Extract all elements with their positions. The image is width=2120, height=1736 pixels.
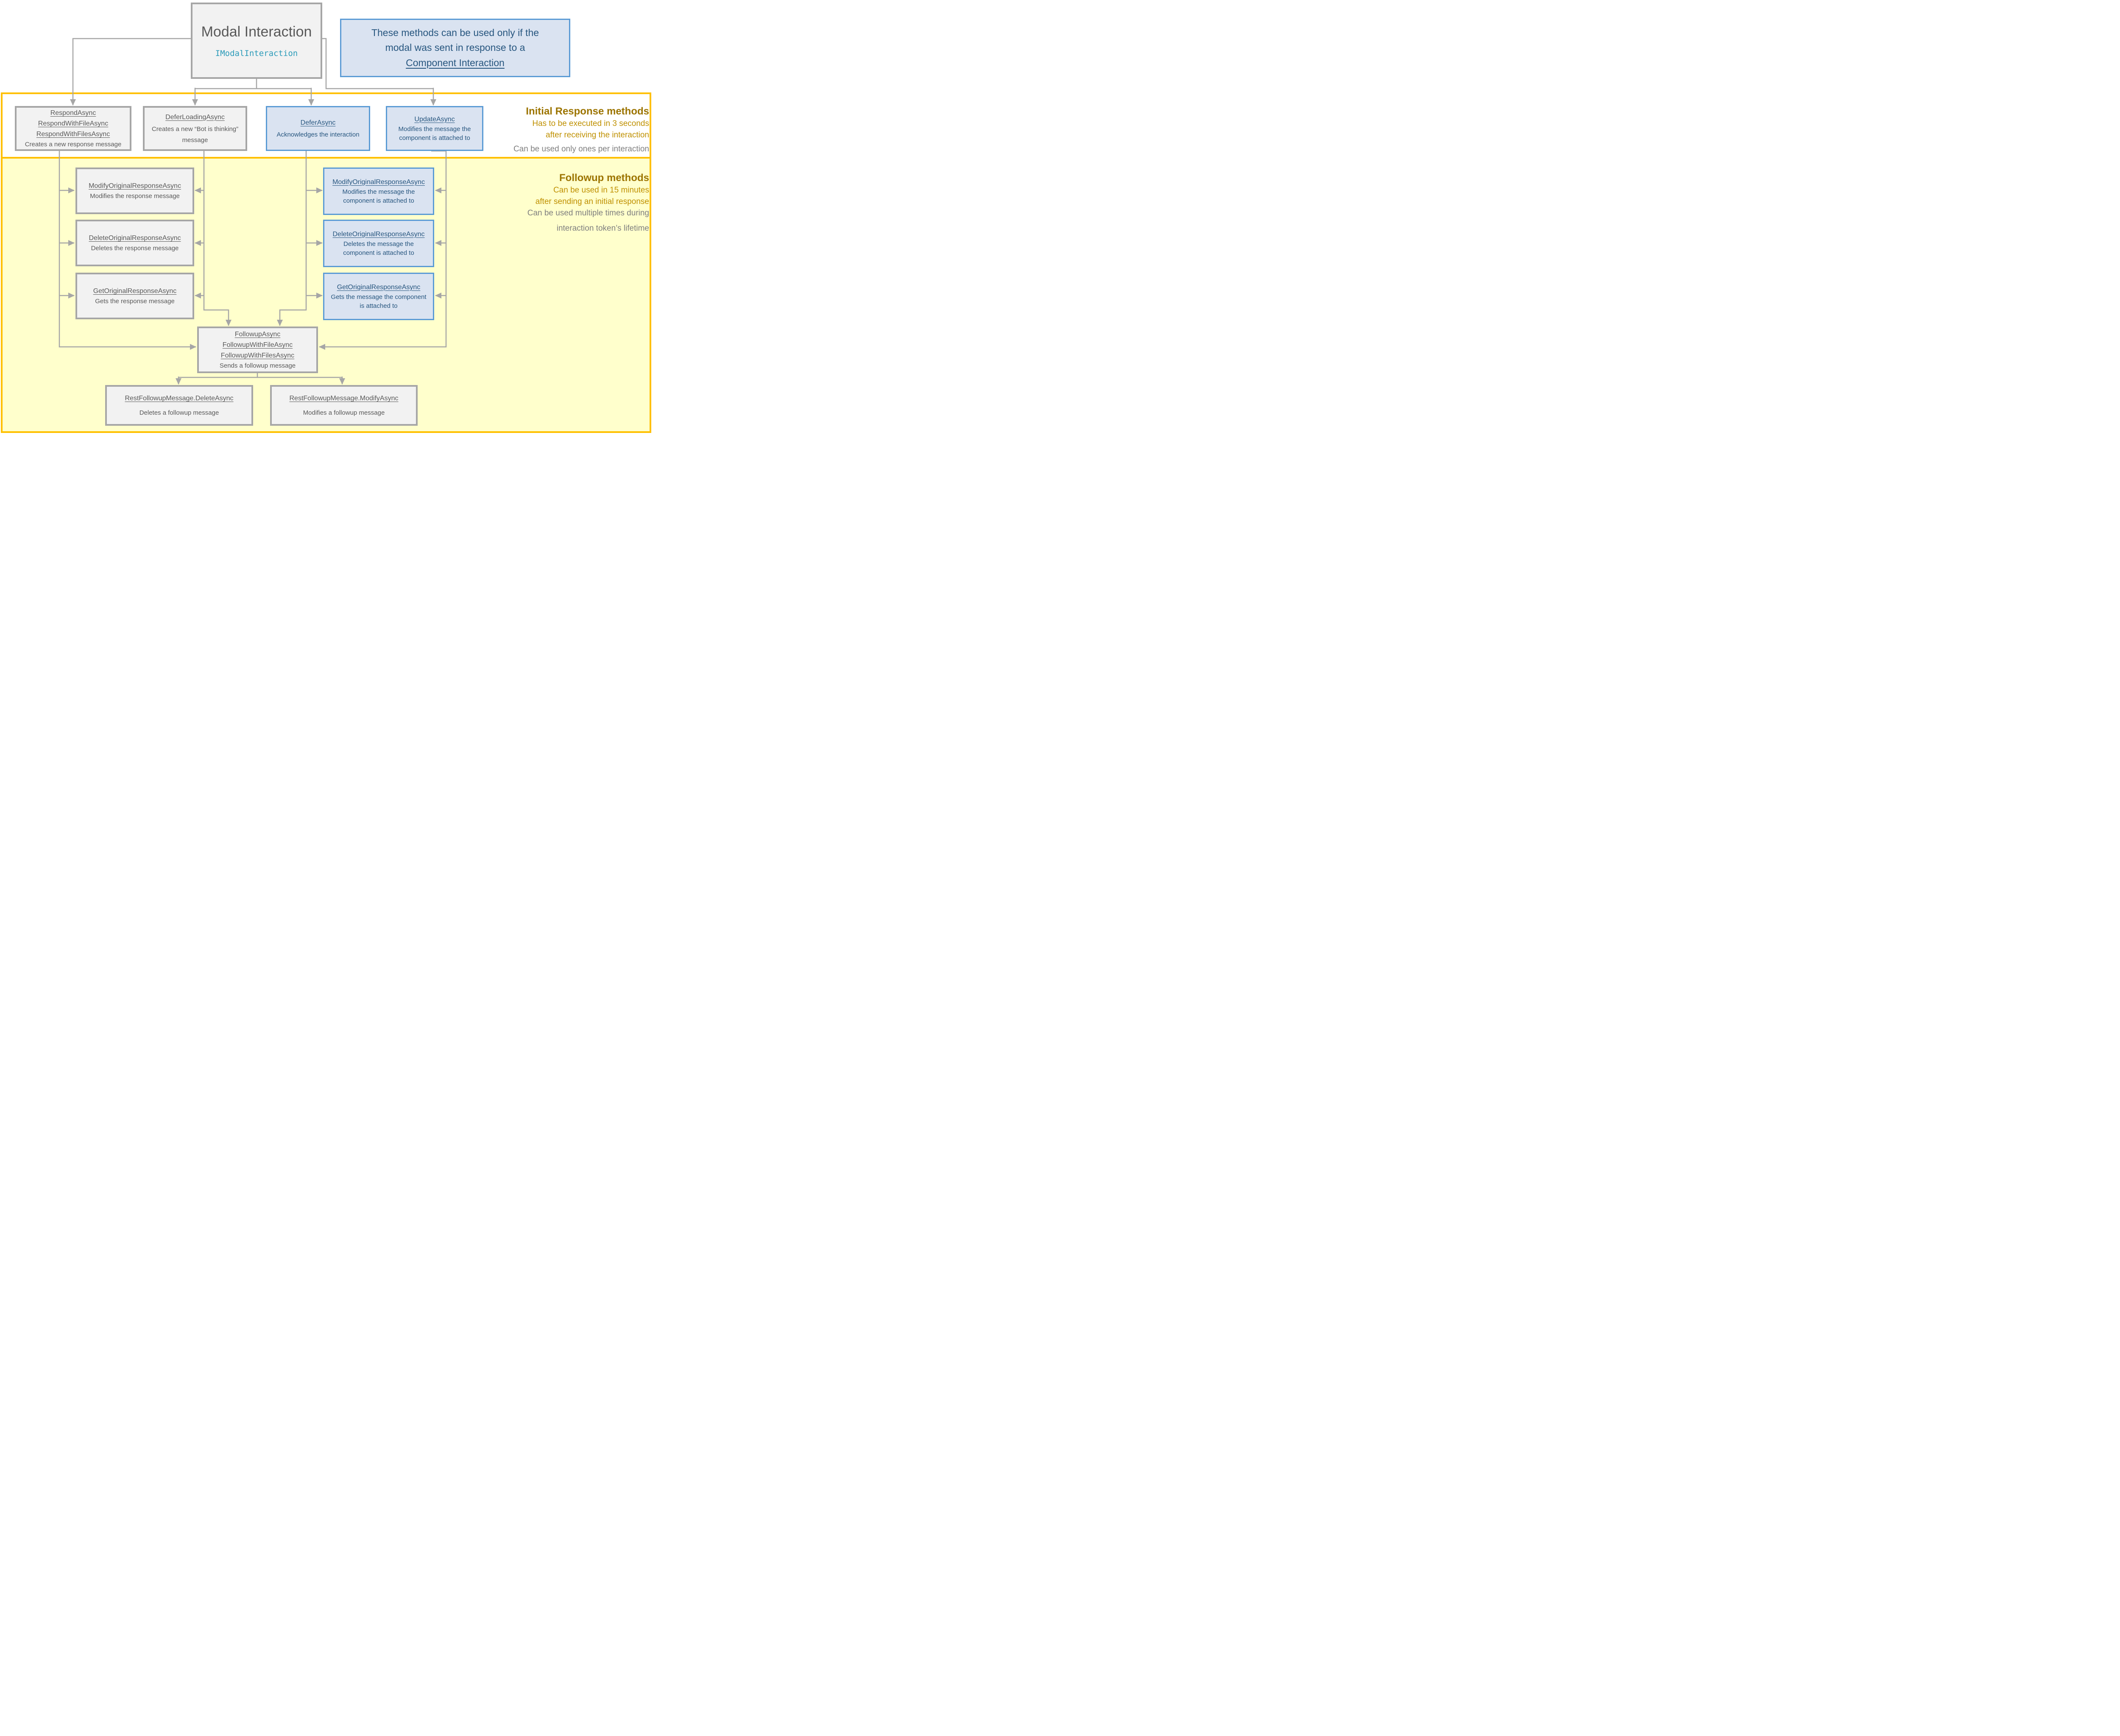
timing-note: Has to be executed in 3 seconds [532,119,649,128]
box-restfollowupmessage-modifyasync: RestFollowupMessage.ModifyAsync Modifies… [270,385,418,426]
link-followupasync[interactable]: FollowupAsync [234,331,281,338]
box-modifyoriginalresponseasync-component: ModifyOriginalResponseAsync Modifies the… [323,167,434,215]
link-getoriginalresponseasync[interactable]: GetOriginalResponseAsync [93,287,177,295]
box-description: Deletes the message the component is att… [343,240,414,257]
section-heading: Followup methods [559,172,649,184]
timing-note: after sending an initial response [535,197,649,206]
link-deferloadingasync[interactable]: DeferLoadingAsync [165,113,225,121]
link-respondwithfileasync[interactable]: RespondWithFileAsync [38,120,109,128]
box-description: Modifies a followup message [303,409,385,416]
link-respondasync[interactable]: RespondAsync [50,109,96,117]
box-description: Sends a followup message [219,362,296,369]
link-deferasync[interactable]: DeferAsync [300,119,336,126]
timing-note: after receiving the interaction [546,130,649,140]
box-description: Gets the message the component is attach… [331,293,427,310]
box-deferloadingasync: DeferLoadingAsync Creates a new “Bot is … [143,106,247,151]
box-deferasync: DeferAsync Acknowledges the interaction [266,106,370,151]
box-description: Creates a new response message [25,140,122,148]
timing-note: Can be used in 15 minutes [553,186,649,195]
box-description: Acknowledges the interaction [276,131,360,139]
box-deleteoriginalresponseasync-component: DeleteOriginalResponseAsync Deletes the … [323,220,434,267]
box-getoriginalresponseasync-component: GetOriginalResponseAsync Gets the messag… [323,273,434,320]
box-restfollowupmessage-deleteasync: RestFollowupMessage.DeleteAsync Deletes … [105,385,253,426]
box-modifyoriginalresponseasync-response: ModifyOriginalResponseAsync Modifies the… [75,167,194,214]
box-description: Deletes the response message [91,244,179,252]
box-followupasync: FollowupAsync FollowupWithFileAsync Foll… [197,327,318,373]
box-deleteoriginalresponseasync-response: DeleteOriginalResponseAsync Deletes the … [75,220,194,266]
initial-response-label: Initial Response methods Has to be execu… [450,105,649,155]
link-followupwithfilesasync[interactable]: FollowupWithFilesAsync [220,352,295,359]
page-title: Modal Interaction [201,23,312,40]
component-interaction-link[interactable]: Component Interaction [406,57,505,68]
followup-label: Followup methods Can be used in 15 minut… [450,171,649,234]
link-modifyoriginalresponseasync[interactable]: ModifyOriginalResponseAsync [89,182,181,190]
box-description: Modifies the message the component is at… [398,126,471,142]
link-updateasync[interactable]: UpdateAsync [414,115,455,123]
link-deleteoriginalresponseasync[interactable]: DeleteOriginalResponseAsync [332,230,425,238]
component-interaction-note: These methods can be used only if the mo… [340,19,570,77]
box-getoriginalresponseasync-response: GetOriginalResponseAsync Gets the respon… [75,273,194,319]
usage-note: Can be used multiple times during [527,208,649,218]
link-getoriginalresponseasync[interactable]: GetOriginalResponseAsync [337,283,421,291]
link-deleteoriginalresponseasync[interactable]: DeleteOriginalResponseAsync [89,234,181,242]
link-restfollowupmessage-deleteasync[interactable]: RestFollowupMessage.DeleteAsync [125,395,234,402]
modal-interaction-box: Modal Interaction IModalInteraction [191,3,322,79]
section-heading: Initial Response methods [526,106,649,117]
box-respondasync: RespondAsync RespondWithFileAsync Respon… [15,106,131,151]
box-description: Modifies the response message [90,192,180,200]
box-description: Creates a new “Bot is thinking” message [151,125,239,144]
box-description: Gets the response message [95,297,175,305]
box-description: Deletes a followup message [139,409,219,416]
link-restfollowupmessage-modifyasync[interactable]: RestFollowupMessage.ModifyAsync [289,395,399,402]
usage-note: interaction token’s lifetime [556,224,649,233]
usage-note: Can be used only ones per interaction [513,144,649,154]
link-followupwithfileasync[interactable]: FollowupWithFileAsync [222,341,293,349]
note-line: These methods can be used only if the [371,27,539,38]
box-description: Modifies the message the component is at… [342,188,415,205]
link-modifyoriginalresponseasync[interactable]: ModifyOriginalResponseAsync [332,178,425,186]
note-line: modal was sent in response to a [385,42,525,53]
box-updateasync: UpdateAsync Modifies the message the com… [386,106,483,151]
diagram-canvas: Modal Interaction IModalInteraction Thes… [0,0,653,434]
interface-name: IModalInteraction [215,48,298,58]
link-respondwithfilesasync[interactable]: RespondWithFilesAsync [36,130,110,138]
